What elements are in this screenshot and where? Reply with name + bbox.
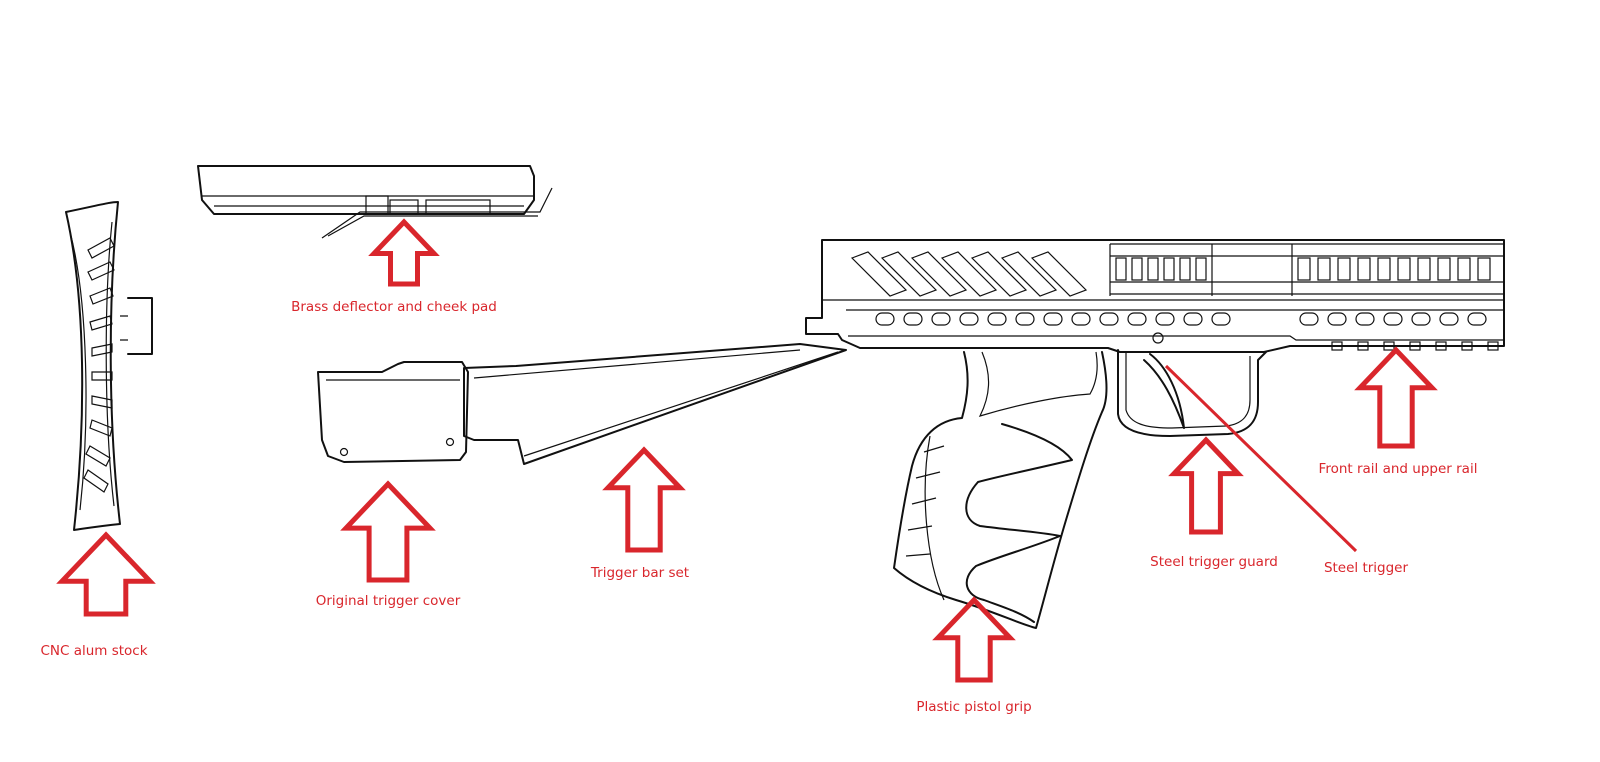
arrow-deflector [368, 218, 440, 287]
receiver-and-rails-drawing [805, 239, 1505, 353]
arrow-cover [340, 480, 436, 583]
label-steel-trigger: Steel trigger [1324, 560, 1409, 576]
arrow-guard [1168, 436, 1244, 535]
arrow-grip [932, 596, 1016, 683]
trigger-bar-set-drawing [463, 343, 847, 465]
label-brass-deflector-cheek-pad: Brass deflector and cheek pad [291, 299, 497, 315]
callout-arrows [56, 218, 1438, 683]
label-steel-trigger-guard: Steel trigger guard [1150, 554, 1278, 570]
label-front-rail-upper-rail: Front rail and upper rail [1319, 461, 1478, 477]
cnc-alum-stock-drawing [65, 201, 153, 531]
label-original-trigger-cover: Original trigger cover [316, 593, 461, 609]
plastic-pistol-grip-drawing [893, 351, 1108, 629]
steel-trigger-leader-line [1164, 364, 1358, 553]
steel-trigger-guard-drawing [1117, 349, 1267, 437]
arrow-stock [56, 531, 156, 617]
label-plastic-pistol-grip: Plastic pistol grip [916, 699, 1031, 715]
label-trigger-bar-set: Trigger bar set [590, 565, 689, 581]
steel-trigger-drawing [1143, 353, 1185, 429]
brass-deflector-cheek-pad-drawing [197, 165, 553, 239]
label-cnc-alum-stock: CNC alum stock [40, 643, 147, 659]
arrow-rail [1354, 346, 1438, 449]
original-trigger-cover-drawing [317, 361, 469, 463]
arrow-bar [602, 446, 686, 553]
